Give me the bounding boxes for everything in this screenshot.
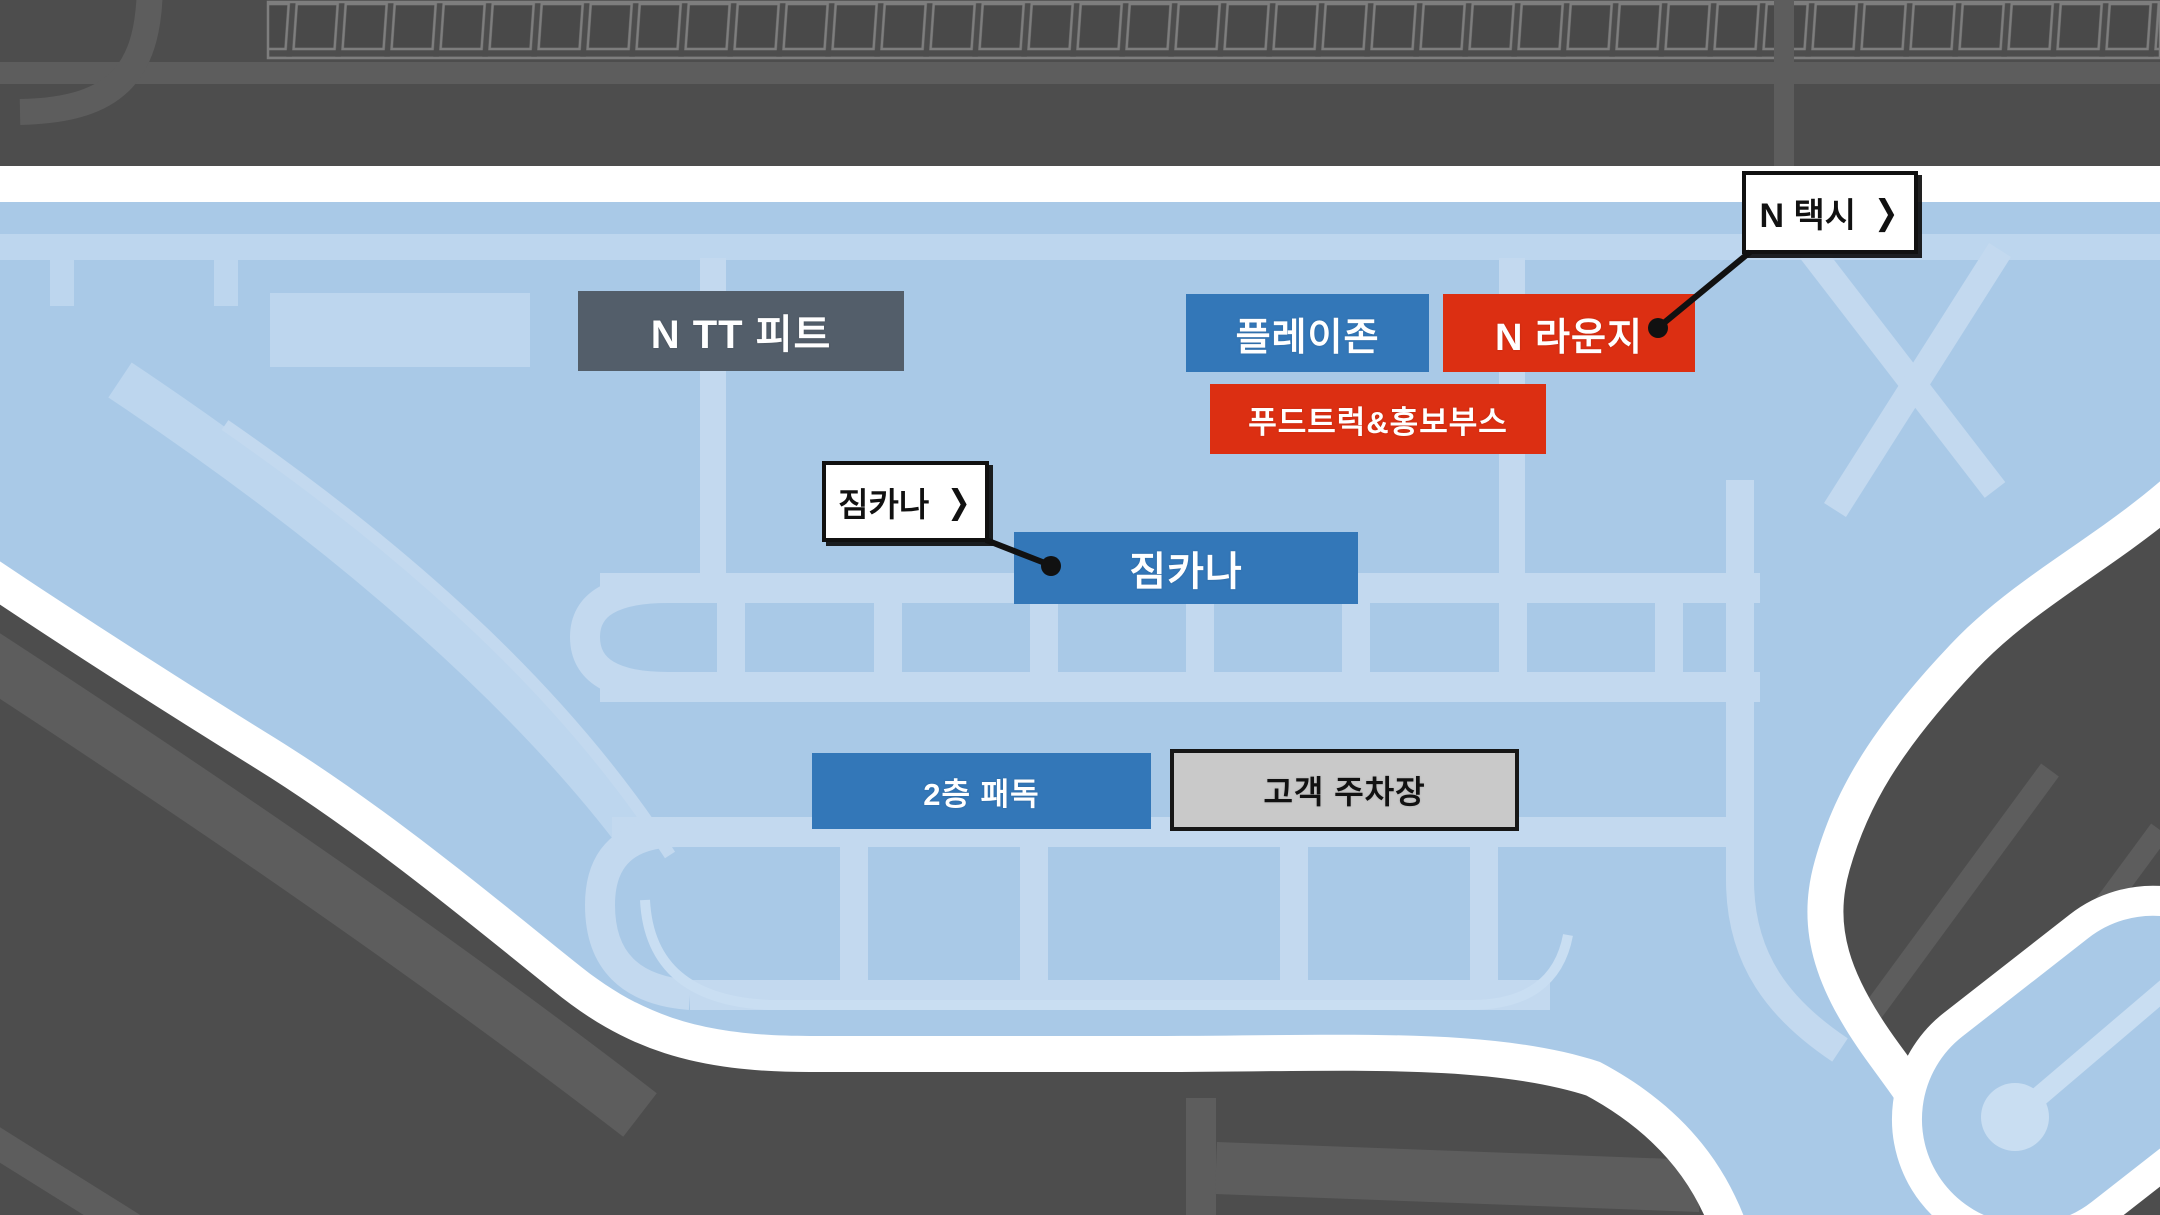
top-left-curve-road <box>19 0 163 125</box>
gymkhana-callout-label: 짐카나 <box>838 485 930 523</box>
chevron-right-icon: ❯ <box>947 483 971 520</box>
zone-label-ntt-pit: N TT 피트 <box>650 313 832 357</box>
zone-label-n-lounge: N 라운지 <box>1495 316 1643 359</box>
paddock-blue-surface <box>0 202 2160 1215</box>
zone-label-paddock-2f: 2층 패독 <box>923 776 1040 812</box>
zone-button-paddock-2f[interactable]: 2층 패독 <box>812 753 1151 829</box>
pocket-pin-dot <box>1981 1083 2049 1151</box>
zone-label-playzone: 플레이존 <box>1235 316 1380 359</box>
zone-button-gymkhana[interactable]: 짐카나 <box>1014 532 1358 604</box>
zone-label-customer-parking: 고객 주차장 <box>1263 774 1426 810</box>
chevron-right-icon: ❯ <box>1874 193 1899 232</box>
zone-button-customer-parking[interactable]: 고객 주차장 <box>1170 749 1519 831</box>
zone-button-foodtruck-booth[interactable]: 푸드트럭&홍보부스 <box>1210 384 1546 454</box>
top-service-road <box>0 62 2160 84</box>
paddock-area <box>0 166 2160 1215</box>
n-taxi-callout-label: N 택시 <box>1759 197 1857 235</box>
zone-label-gymkhana: 짐카나 <box>1129 550 1243 594</box>
top-cross-road <box>1774 0 1794 166</box>
zone-button-ntt-pit[interactable]: N TT 피트 <box>578 291 904 371</box>
infield-blue-pocket <box>1891 885 2160 1215</box>
n-taxi-callout-button[interactable]: N 택시 ❯ <box>1742 171 1918 254</box>
grandstand <box>266 0 2160 60</box>
gymkhana-callout-button[interactable]: 짐카나 ❯ <box>822 461 989 542</box>
zone-button-n-lounge[interactable]: N 라운지 <box>1443 294 1695 372</box>
zone-label-foodtruck-booth: 푸드트럭&홍보부스 <box>1248 404 1508 440</box>
zone-button-playzone[interactable]: 플레이존 <box>1186 294 1429 372</box>
